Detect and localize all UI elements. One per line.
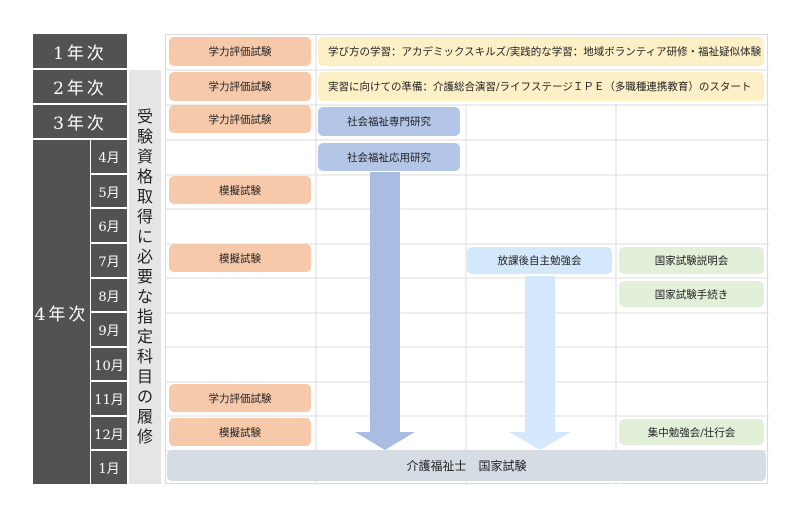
- mock-exam-dec: 模擬試験: [169, 418, 311, 446]
- eval-exam-nov: 学力評価試験: [169, 384, 311, 412]
- learning-year1-bar: 学び方の学習：アカデミックスキルズ/実践的な学習：地域ボランティア研修・福祉疑似…: [318, 37, 764, 66]
- arrow-down-blue: [355, 172, 415, 450]
- year-2-label: 2年次: [33, 70, 127, 103]
- month-label: 8月: [91, 279, 127, 311]
- month-label: 9月: [91, 313, 127, 346]
- self-study-box: 放課後自主勉強会: [467, 247, 612, 274]
- arrow-down-light-blue: [509, 276, 571, 450]
- exam-briefing-box: 国家試験説明会: [619, 247, 764, 274]
- month-label: 5月: [91, 175, 127, 207]
- eval-exam-year3: 学力評価試験: [169, 105, 311, 133]
- month-label: 6月: [91, 209, 127, 242]
- month-label: 12月: [91, 417, 127, 449]
- year-3-label: 3年次: [33, 105, 127, 138]
- eval-exam-year2: 学力評価試験: [169, 72, 311, 101]
- month-column: 4月 5月 6月 7月 8月 9月 10月 11月 12月 1月: [90, 140, 127, 484]
- welfare-applied-box: 社会福祉応用研究: [318, 143, 460, 171]
- welfare-research-box: 社会福祉専門研究: [318, 107, 460, 136]
- month-label: 1月: [91, 451, 127, 484]
- eval-exam-year1: 学力評価試験: [169, 37, 311, 66]
- study-camp-box: 集中勉強会/壮行会: [619, 419, 764, 445]
- year-4-label: 4年次: [33, 140, 90, 484]
- year-1-label: 1年次: [33, 34, 127, 68]
- month-label: 11月: [91, 382, 127, 415]
- exam-procedure-box: 国家試験手続き: [619, 281, 764, 307]
- month-label: 7月: [91, 244, 127, 277]
- national-exam-bar: 介護福祉士 国家試験: [167, 450, 766, 481]
- month-label: 4月: [91, 140, 127, 173]
- month-label: 10月: [91, 348, 127, 380]
- mock-exam-may: 模擬試験: [169, 176, 311, 204]
- prep-year2-bar: 実習に向けての準備：介護総合演習/ライフステージＩＰＥ（多職種連携教育）のスター…: [318, 72, 764, 101]
- mock-exam-jul: 模擬試験: [169, 244, 311, 272]
- vertical-label: 受験資格取得に必要な指定科目の履修: [129, 70, 161, 484]
